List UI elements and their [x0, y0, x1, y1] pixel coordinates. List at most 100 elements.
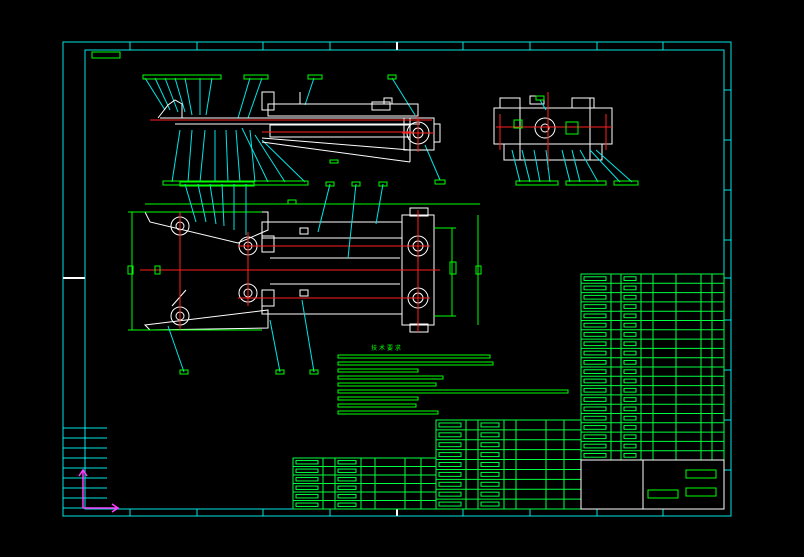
- note-line: [337, 354, 491, 359]
- table-cell-text: [583, 452, 607, 458]
- title-block-content: [647, 469, 717, 499]
- table-cell-text: [438, 432, 462, 438]
- note-line: [337, 410, 439, 415]
- table-cell-text: [438, 501, 462, 507]
- table-cell-text: [583, 322, 607, 328]
- table-cell-text: [583, 434, 607, 440]
- table-cell-text: [583, 332, 607, 337]
- table-cell-text: [583, 276, 607, 282]
- note-line: [337, 389, 569, 394]
- table-cell-text: [583, 415, 607, 421]
- front-view-centerlines: [150, 116, 434, 152]
- table-cell-text: [480, 491, 500, 497]
- table-cell-text: [623, 369, 637, 375]
- note-line: [337, 382, 437, 387]
- table-cell-text: [583, 341, 607, 347]
- table-cell-text: [623, 397, 637, 402]
- side-view-balloons: [515, 95, 639, 186]
- table-cell-text: [583, 350, 607, 356]
- table-cell-text: [295, 477, 319, 482]
- table-cell-text: [623, 313, 637, 319]
- table-cell-text: [295, 468, 319, 473]
- table-cell-text: [480, 432, 500, 438]
- table-cell-text: [623, 434, 637, 440]
- table-cell-text: [438, 491, 462, 497]
- title-block-border: [580, 459, 725, 510]
- technical-requirements: 技 术 要 求: [337, 344, 569, 415]
- front-view-balloons: [142, 74, 446, 186]
- table-cell-text: [623, 425, 637, 430]
- table-cell-text: [623, 443, 637, 449]
- front-view-part: [157, 91, 441, 163]
- table-cell-text: [438, 481, 462, 487]
- table-cell-text: [438, 422, 462, 428]
- table-cell-text: [480, 462, 500, 467]
- table-cell-text: [295, 502, 319, 507]
- top-plan-view: [127, 181, 482, 375]
- table-cell-text: [295, 485, 319, 490]
- table-cell-text: [480, 501, 500, 507]
- table-cell-text: [480, 452, 500, 458]
- table-cell-text: [583, 294, 607, 300]
- parts-list-middle: [435, 419, 582, 510]
- table-cell-text: [337, 477, 357, 482]
- table-cell-text: [623, 387, 637, 393]
- note-line: [337, 368, 419, 373]
- table-cell-text: [583, 378, 607, 384]
- notes-heading: 技 术 要 求: [371, 344, 401, 352]
- notes-body: [337, 354, 569, 415]
- table-cell-text: [623, 341, 637, 347]
- table-cell-text: [337, 468, 357, 473]
- table-cell-text: [623, 294, 637, 300]
- table-cell-text: [623, 304, 637, 309]
- table-cell-text: [438, 462, 462, 467]
- table-cell-text: [623, 378, 637, 384]
- note-line: [337, 396, 419, 401]
- side-view: [493, 92, 639, 186]
- table-cell-text: [480, 442, 500, 448]
- table-cell-text: [623, 322, 637, 328]
- table-cell-text: [623, 452, 637, 458]
- table-cell-text: [295, 494, 319, 499]
- table-cell-text: [583, 369, 607, 375]
- table-cell-text: [583, 425, 607, 430]
- note-line: [337, 403, 417, 408]
- table-cell-text: [583, 304, 607, 309]
- plan-view-dimensions: [127, 199, 482, 331]
- parts-tables: [292, 273, 725, 510]
- table-cell-text: [438, 471, 462, 477]
- note-line: [337, 361, 494, 366]
- table-cell-text: [623, 332, 637, 337]
- table-cell-text: [480, 481, 500, 487]
- front-view-leaders: [144, 77, 441, 183]
- table-cell-text: [480, 422, 500, 428]
- table-cell-text: [337, 485, 357, 490]
- table-cell-text: [583, 359, 607, 365]
- plan-view-centerlines: [140, 210, 440, 332]
- drawing-number-box: [91, 51, 121, 59]
- table-cell-text: [438, 442, 462, 448]
- table-cell-text: [337, 460, 357, 465]
- side-view-centerlines: [496, 92, 612, 170]
- table-cell-text: [337, 494, 357, 499]
- table-cell-text: [337, 502, 357, 507]
- side-view-leaders: [511, 99, 633, 183]
- ucs-icon: [78, 468, 120, 513]
- table-cell-text: [623, 276, 637, 282]
- table-cell-text: [623, 406, 637, 412]
- parts-list-upper: [580, 273, 725, 461]
- table-cell-text: [583, 313, 607, 319]
- table-cell-text: [583, 406, 607, 412]
- note-line: [337, 375, 444, 380]
- table-cell-text: [583, 387, 607, 393]
- front-elevation-view: [142, 74, 446, 186]
- table-cell-text: [583, 443, 607, 449]
- side-view-parts: [513, 119, 579, 135]
- parts-list-lower: [292, 457, 437, 510]
- plan-view-balloons: [179, 181, 388, 375]
- table-cell-text: [295, 460, 319, 465]
- table-cell-text: [438, 452, 462, 458]
- table-cell-text: [623, 350, 637, 356]
- plan-view-leaders: [167, 183, 384, 373]
